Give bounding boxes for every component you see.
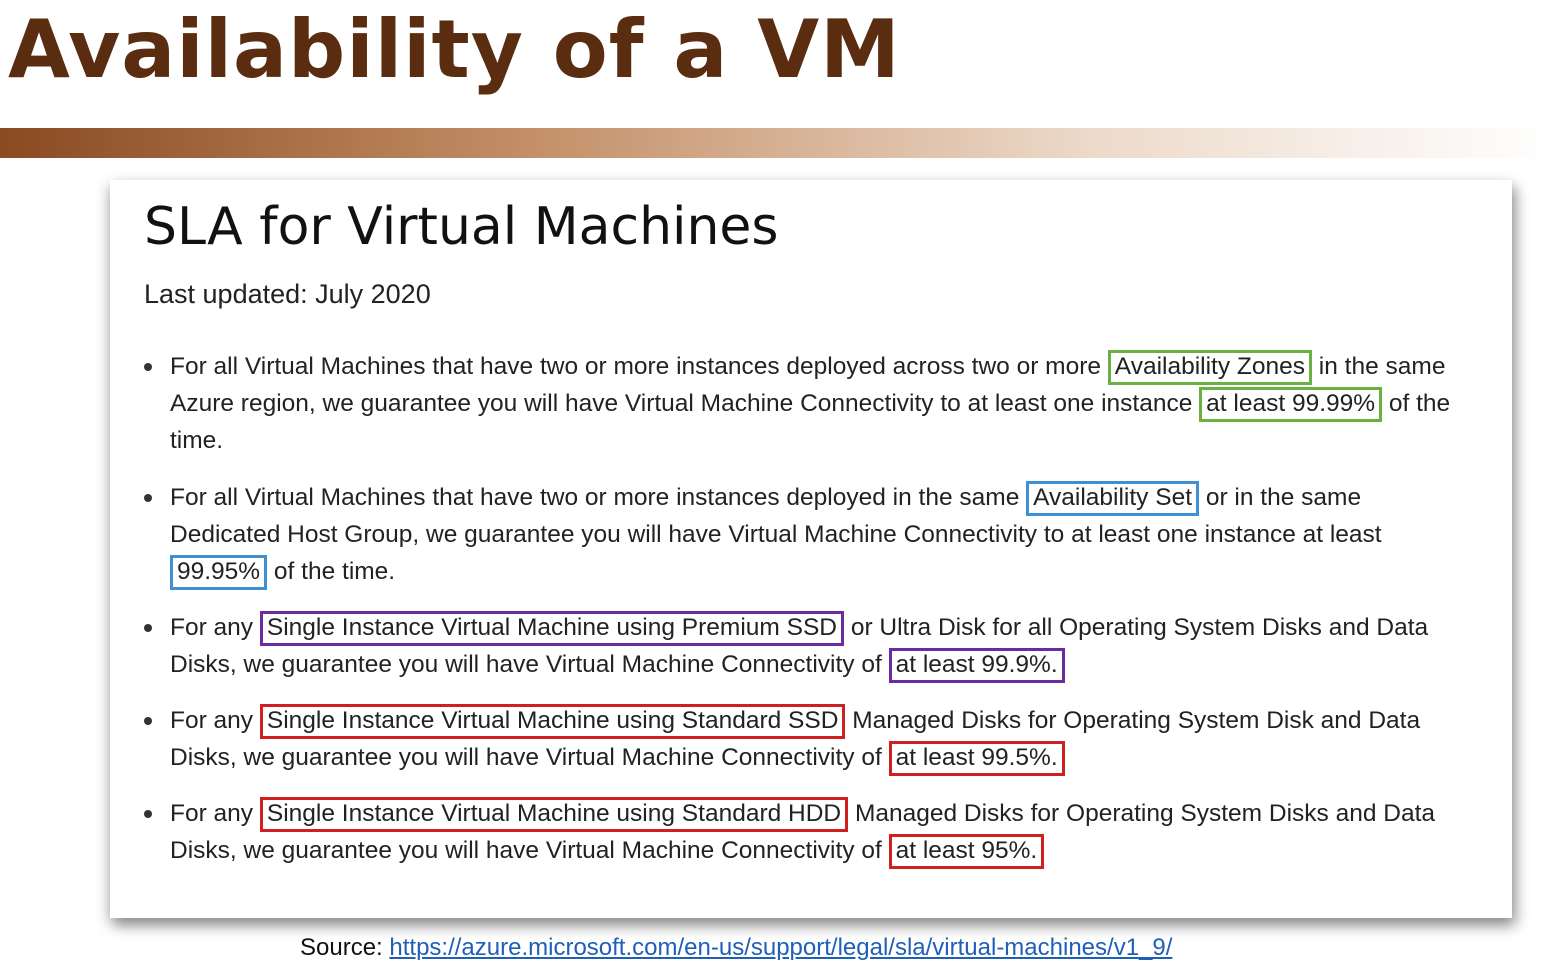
sla-bullet-standard-ssd: For any Single Instance Virtual Machine …: [144, 702, 1474, 776]
highlight-standard-ssd: Single Instance Virtual Machine using St…: [259, 704, 846, 739]
bullet-text: of the time.: [170, 390, 1451, 454]
sla-bullet-list: For all Virtual Machines that have two o…: [144, 348, 1474, 869]
bullet-text: Managed Disks for Operating System Disk …: [170, 707, 1421, 771]
highlight-availability-zones: Availability Zones: [1107, 350, 1312, 385]
highlight-sla-95: at least 95%.: [888, 834, 1045, 869]
bullet-text: in the same Azure region, we guarantee y…: [170, 353, 1446, 417]
source-label: Source:: [300, 934, 390, 961]
bullet-text: For all Virtual Machines that have two o…: [170, 484, 1027, 511]
bullet-text: For any: [170, 707, 260, 734]
slide-title: Availability of a VM: [8, 3, 901, 96]
bullet-text: For any: [170, 614, 260, 641]
source-link[interactable]: https://azure.microsoft.com/en-us/suppor…: [389, 934, 1173, 961]
highlight-sla-99-9: at least 99.9%.: [888, 648, 1065, 683]
highlight-standard-hdd: Single Instance Virtual Machine using St…: [259, 797, 849, 832]
highlight-sla-99-95: 99.95%: [170, 555, 268, 590]
title-underline-bar: [0, 128, 1551, 158]
highlight-premium-ssd: Single Instance Virtual Machine using Pr…: [259, 611, 845, 646]
bullet-text: For any: [170, 800, 260, 827]
source-citation: Source: https://azure.microsoft.com/en-u…: [300, 930, 1172, 966]
bullet-text: or Ultra Disk for all Operating System D…: [170, 614, 1429, 678]
sla-bullet-availability-set: For all Virtual Machines that have two o…: [144, 479, 1474, 590]
bullet-text: of the time.: [267, 558, 396, 585]
sla-bullet-availability-zones: For all Virtual Machines that have two o…: [144, 348, 1474, 459]
sla-bullet-premium-ssd: For any Single Instance Virtual Machine …: [144, 609, 1474, 683]
sla-card: SLA for Virtual Machines Last updated: J…: [110, 180, 1512, 918]
sla-bullet-standard-hdd: For any Single Instance Virtual Machine …: [144, 795, 1474, 869]
bullet-text: Managed Disks for Operating System Disks…: [170, 800, 1436, 864]
highlight-sla-99-99: at least 99.99%: [1199, 387, 1383, 422]
highlight-sla-99-5: at least 99.5%.: [888, 741, 1065, 776]
card-title: SLA for Virtual Machines: [144, 197, 779, 257]
bullet-text: or in the same Dedicated Host Group, we …: [170, 484, 1382, 548]
last-updated: Last updated: July 2020: [144, 279, 431, 309]
bullet-text: For all Virtual Machines that have two o…: [170, 353, 1108, 380]
highlight-availability-set: Availability Set: [1026, 481, 1200, 516]
